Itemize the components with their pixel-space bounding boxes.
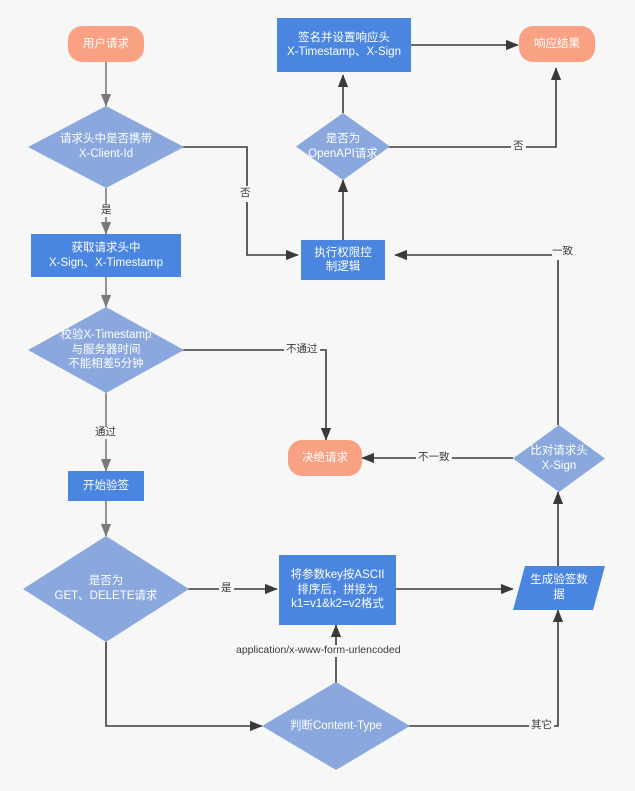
diamond-shape xyxy=(28,106,184,188)
edge-label-sign-mismatch: 不一致 xyxy=(416,451,452,464)
node-user-request-label: 用户请求 xyxy=(83,37,129,50)
node-is-openapi[interactable]: 是否为 OpenAPI请求 xyxy=(296,113,390,180)
node-reject-request-label: 决绝请求 xyxy=(302,451,348,464)
node-response-result-label: 响应结果 xyxy=(534,37,580,50)
node-response-result[interactable]: 响应结果 xyxy=(519,26,595,62)
node-sort-ascii-line2: 排序后，拼接为 xyxy=(297,583,378,596)
node-auth-logic[interactable]: 执行权限控 制逻辑 xyxy=(301,240,385,280)
node-sign-and-set[interactable]: 签名并设置响应头 X-Timestamp、X-Sign xyxy=(277,18,411,72)
node-auth-logic-line2: 制逻辑 xyxy=(325,261,361,273)
edge-compare-match xyxy=(394,249,559,425)
diamond-shape xyxy=(23,536,189,642)
edge-clientid-no xyxy=(168,146,299,261)
edge-label-client-id-yes: 是 xyxy=(99,204,114,217)
edge-label-openapi-no: 否 xyxy=(511,140,526,153)
edge-openapi-no xyxy=(388,67,562,148)
node-user-request[interactable]: 用户请求 xyxy=(68,26,144,62)
node-start-verify[interactable]: 开始验签 xyxy=(68,471,144,501)
diamond-shape xyxy=(28,307,184,393)
edge-label-content-type-other: 其它 xyxy=(529,719,554,732)
edge-label-client-id-no: 否 xyxy=(240,186,251,202)
node-sort-ascii-line3: k1=v1&k2=v2格式 xyxy=(291,598,384,611)
node-judge-content-type[interactable]: 判断Content-Type xyxy=(262,682,410,770)
node-reject-request[interactable]: 决绝请求 xyxy=(288,440,362,476)
edge-label-timestamp-fail: 不通过 xyxy=(284,343,320,356)
node-has-client-id[interactable]: 请求头中是否携带 X-Client-Id xyxy=(28,106,184,188)
node-get-headers[interactable]: 获取请求头中 X-Sign、X-Timestamp xyxy=(31,234,181,277)
diamond-shape xyxy=(262,682,410,770)
node-auth-logic-line1: 执行权限控 xyxy=(314,246,372,259)
edge-method-no xyxy=(105,642,263,732)
edge-label-sign-match: 一致 xyxy=(552,244,573,260)
node-get-headers-line1: 获取请求头中 xyxy=(71,242,141,255)
node-start-verify-label: 开始验签 xyxy=(83,479,129,492)
node-is-get-delete[interactable]: 是否为 GET、DELETE请求 xyxy=(23,536,189,642)
edge-label-timestamp-pass: 通过 xyxy=(93,426,118,439)
node-build-sign-data[interactable]: 生成验签数 据 xyxy=(513,566,605,610)
parallelogram-shape xyxy=(513,566,605,610)
node-sign-and-set-line2: X-Timestamp、X-Sign xyxy=(287,46,401,58)
node-sort-ascii-line1: 将参数key按ASCII xyxy=(290,569,385,582)
diamond-shape xyxy=(296,113,390,180)
diamond-shape xyxy=(513,425,605,492)
edge-label-get-delete-yes: 是 xyxy=(219,582,234,595)
node-sign-and-set-line1: 签名并设置响应头 xyxy=(298,31,390,44)
node-get-headers-line2: X-Sign、X-Timestamp xyxy=(49,256,163,269)
node-sort-ascii[interactable]: 将参数key按ASCII 排序后，拼接为 k1=v1&k2=v2格式 xyxy=(279,555,396,625)
node-compare-sign[interactable]: 比对请求头 X-Sign xyxy=(513,425,605,492)
edge-label-content-type-form: application/x-www-form-urlencoded xyxy=(234,644,403,657)
node-check-timestamp[interactable]: 校验X-Timestamp 与服务器时间 不能相差5分钟 xyxy=(28,307,184,393)
edge-contenttype-other xyxy=(408,609,564,727)
edge-checkts-fail xyxy=(182,349,332,441)
